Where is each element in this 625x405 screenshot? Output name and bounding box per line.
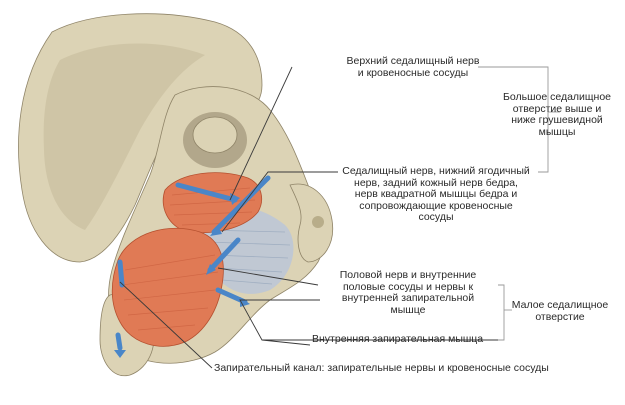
label-pudendal: Половой нерв и внутренние половые сосуды… xyxy=(339,269,477,316)
sciatic-arrow xyxy=(211,175,271,235)
label-greater-foramen: Большое седалищное отверстие выше и ниже… xyxy=(502,91,612,138)
label-superior-gluteal: Верхний седалищный нерв и кровеносные со… xyxy=(346,55,480,79)
leader-lines xyxy=(119,66,498,369)
leader-lesser-foramen xyxy=(239,299,498,341)
right-brackets xyxy=(478,66,560,341)
superior-gluteal-arrow xyxy=(175,182,238,203)
bracket-lesser-foramen xyxy=(498,284,505,341)
leader-obturator-canal xyxy=(119,281,213,369)
iliac-wing-shadow xyxy=(43,43,205,231)
obturator-canal-arrow xyxy=(117,259,125,288)
obturator-internus-muscle xyxy=(111,227,224,347)
label-sciatic-nerve: Седалищный нерв, нижний ягодичный нерв, … xyxy=(342,165,530,223)
leader-obturator-internus xyxy=(261,339,311,346)
leader-superior-gluteal xyxy=(229,66,293,201)
label-lesser-foramen: Малое седалищное отверстие xyxy=(511,299,609,323)
obturator-lower-arrow xyxy=(115,332,123,351)
piriformis-fibers xyxy=(169,187,256,226)
obturator-fibers xyxy=(121,254,219,331)
coccyx-tip xyxy=(312,216,324,228)
pudendal-arrow xyxy=(207,237,241,273)
leader-pudendal xyxy=(217,267,319,286)
label-obturator-canal: Запирательный канал: запирательные нервы… xyxy=(214,362,549,374)
bracket-greater-foramen xyxy=(478,66,549,173)
label-obturator-internus: Внутренняя запирательная мышца xyxy=(312,333,484,345)
coccyx xyxy=(289,183,334,263)
leader-sciatic xyxy=(221,171,338,233)
nerve-arrowheads xyxy=(114,193,250,358)
acetabulum-rim xyxy=(192,116,238,154)
